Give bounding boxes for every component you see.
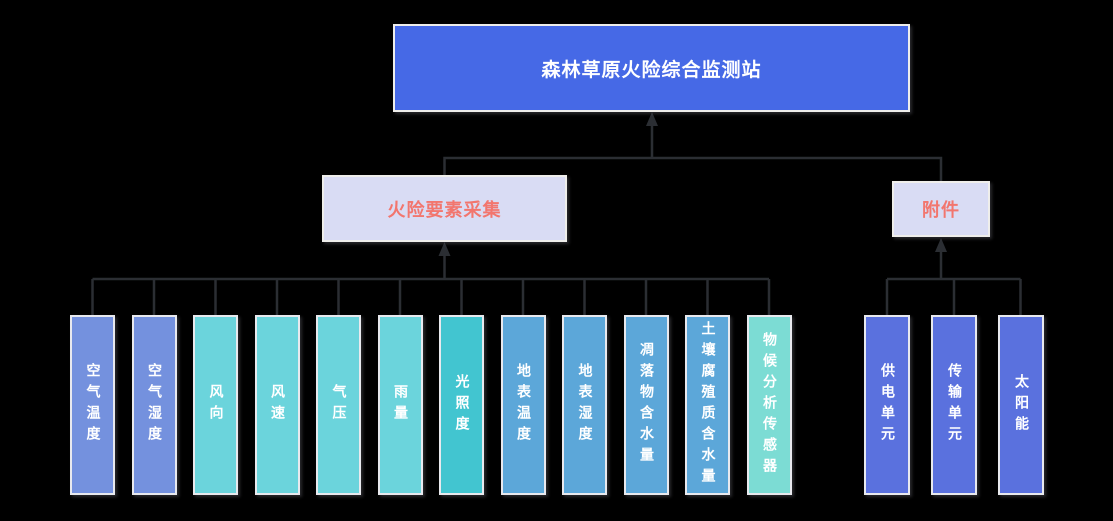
sensor-node: 土壤腐殖质含水量 <box>685 315 730 495</box>
sensor-node: 凋落物含水量 <box>623 315 669 495</box>
sensor-label: 空气湿度 <box>146 363 162 447</box>
accessory-label: 传输单元 <box>946 363 962 447</box>
accessory-node: 太阳能 <box>998 315 1044 495</box>
group-collection-label: 火险要素采集 <box>387 199 502 221</box>
sensor-node: 地表湿度 <box>562 315 607 495</box>
sensor-label: 空气温度 <box>84 363 101 447</box>
sensor-node: 物候分析传感器 <box>746 315 792 495</box>
sensor-node: 地表温度 <box>500 315 546 495</box>
root-node: 森林草原火险综合监测站 <box>393 24 910 112</box>
accessory-label: 太阳能 <box>1013 373 1029 437</box>
sensor-label: 风向 <box>207 384 224 426</box>
group-node-accessory: 附件 <box>892 181 990 237</box>
root-node-label: 森林草原火险综合监测站 <box>541 58 762 81</box>
accessory-node: 传输单元 <box>931 315 977 495</box>
accessory-node: 供电单元 <box>864 315 910 495</box>
sensor-label: 风速 <box>269 384 285 426</box>
accessory-label: 供电单元 <box>879 363 895 447</box>
sensor-label: 土壤腐殖质含水量 <box>699 321 716 489</box>
sensor-node: 风向 <box>193 315 238 495</box>
accessory-row: 供电单元 传输单元 太阳能 <box>864 315 1044 495</box>
sensor-node: 雨量 <box>377 315 423 495</box>
sensor-label: 雨量 <box>392 384 408 426</box>
sensor-label: 物候分析传感器 <box>761 331 777 479</box>
sensor-label: 光照度 <box>453 373 470 437</box>
sensor-row: 空气温度 空气湿度 风向 风速 气压 雨量 光照度 地表温度 地表湿度 凋落物含… <box>70 315 792 495</box>
group-accessory-label: 附件 <box>922 200 960 221</box>
sensor-node: 空气温度 <box>70 315 115 495</box>
sensor-label: 地表温度 <box>515 363 531 447</box>
sensor-node: 风速 <box>254 315 300 495</box>
sensor-label: 气压 <box>330 384 347 426</box>
sensor-label: 凋落物含水量 <box>638 342 654 468</box>
group-node-collection: 火险要素采集 <box>322 175 567 242</box>
sensor-node: 气压 <box>316 315 361 495</box>
sensor-label: 地表湿度 <box>576 363 593 447</box>
sensor-node: 光照度 <box>439 315 484 495</box>
sensor-node: 空气湿度 <box>131 315 177 495</box>
